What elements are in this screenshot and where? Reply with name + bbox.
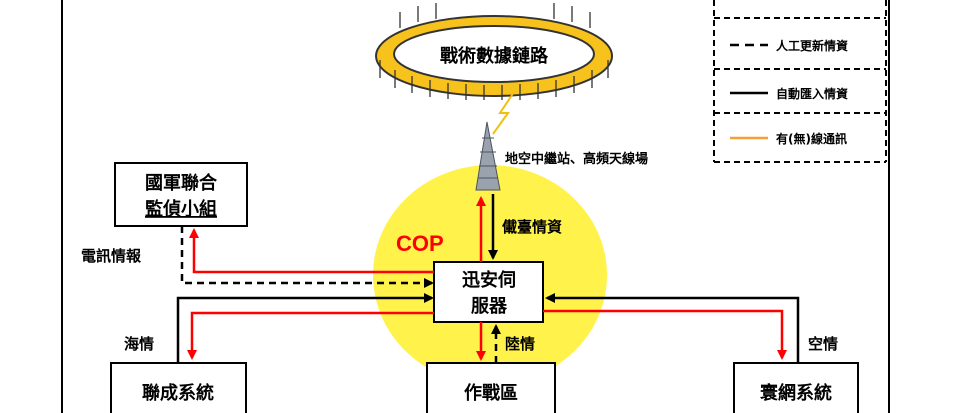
huanwang-to-server-arrow [545,293,800,363]
server-to-huanwang-arrow [543,309,787,360]
huanwang-label: 寰網系統 [760,382,832,404]
sea-intel-label: 海情 [124,335,154,353]
cop-label: COP [396,231,444,256]
legend-wireless-label: 有(無)線通訊 [776,131,847,146]
telecom-intel-label: 電訊情報 [81,247,142,265]
lianchen-box [110,362,247,413]
server-line2: 服器 [471,296,508,317]
joint-recon-line1: 國軍聯合 [145,172,218,194]
server-line1: 迅安伺 [462,269,516,291]
relay-station-label: 地空中繼站、高頻天線場 [505,151,648,167]
server-box [433,261,544,323]
air-intel-label: 空情 [808,335,838,353]
antenna-tower-icon [475,121,501,191]
combat-zone-label: 作戰區 [464,382,518,404]
tactical-link-ring [375,3,613,100]
lianchen-label: 聯成系統 [142,382,214,404]
radar-intel-label: 儎臺情資 [502,218,562,236]
tactical-link-label: 戰術數據鏈路 [440,45,549,67]
recon-to-server-manual-arrow [180,226,434,288]
legend [713,0,887,163]
legend-auto-label: 自動匯入情資 [776,86,848,101]
combat-zone-box [426,362,556,413]
joint-recon-line2: 監偵小組 [145,198,217,220]
ring-ticks [379,3,609,100]
server-to-lianchen-arrow [187,311,434,360]
lightning-icon [492,91,515,135]
huanwang-box [733,362,859,413]
land-intel-label: 陸情 [505,335,535,353]
legend-manual-label: 人工更新情資 [776,38,848,53]
server-to-recon-arrow [189,228,434,274]
lianchen-to-server-arrow [176,293,434,363]
